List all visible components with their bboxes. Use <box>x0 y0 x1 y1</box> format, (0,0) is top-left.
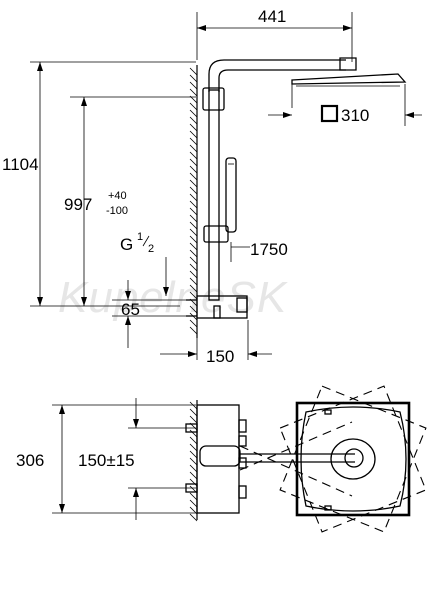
wall-hatch-line <box>189 401 198 410</box>
thread-g-label: G <box>120 235 133 254</box>
wall-hatch-line <box>189 200 198 209</box>
dim-310-label: 310 <box>341 106 369 125</box>
wall-hatch-line <box>189 436 198 445</box>
wall-hatch-line <box>189 263 198 272</box>
dim-150-15-label: 150±15 <box>78 451 135 470</box>
wall-hatch-line <box>189 478 198 487</box>
dimension-150-15: 150±15 <box>78 398 139 520</box>
wall-hatch-line <box>189 464 198 473</box>
wall-hatch-line <box>189 137 198 146</box>
dimension-306: 306 <box>16 405 65 513</box>
wall-hatch-line <box>189 221 198 230</box>
dim-306-label: 306 <box>16 451 44 470</box>
dim-441-label: 441 <box>258 7 286 26</box>
wall-hatch-line <box>189 242 198 251</box>
wall-hatch-line <box>189 74 198 83</box>
wall-hatch-line <box>189 158 198 167</box>
wall-hatch-line <box>189 207 198 216</box>
wall <box>189 65 198 338</box>
wall-hatch-line <box>189 256 198 265</box>
dim-65-label: 65 <box>121 300 140 319</box>
wall-hatch-line <box>189 277 198 286</box>
dimension-150: 150 <box>160 320 272 366</box>
wall-hatch-line <box>189 179 198 188</box>
wall-hatch-line <box>189 172 198 181</box>
wall-hatch-line <box>189 443 198 452</box>
dimension-997: 997 +40 -100 <box>64 97 128 306</box>
wall-hatch-line <box>189 319 198 328</box>
wall-hatch-line <box>189 249 198 258</box>
wall-hatch-line <box>189 193 198 202</box>
wall-hatch-line <box>189 471 198 480</box>
wall-hatch-line <box>189 457 198 466</box>
wall-hatch-line <box>189 408 198 417</box>
dim-997-tol-plus: +40 <box>108 190 127 202</box>
wall-hatch-line <box>189 67 198 76</box>
dimension-65: 65 <box>112 280 186 348</box>
wall-hatch-line <box>189 284 198 293</box>
rotation-outlines <box>239 385 427 533</box>
thread-numerator: 1 <box>137 231 143 243</box>
thread-denominator: 2 <box>148 243 154 255</box>
front-view: 441 1104 997 +40 -100 G 1 2 <box>2 7 422 366</box>
watermark: KupelneSK <box>58 273 288 322</box>
wall-hatch-line <box>189 228 198 237</box>
dim-1104-label: 1104 <box>2 155 39 174</box>
wall-hatch-line <box>189 513 198 522</box>
wall-hatch-line <box>189 492 198 501</box>
wall-hatch-line <box>189 88 198 97</box>
wall-hatch-line <box>189 109 198 118</box>
dimension-441: 441 <box>197 7 352 31</box>
wall-hatch-line <box>189 415 198 424</box>
wall-hatch-line <box>189 291 198 300</box>
wall-hatch-line <box>189 326 198 335</box>
wall-hatch-line <box>189 429 198 438</box>
shower-riser <box>202 57 407 301</box>
dim-150-label: 150 <box>206 347 234 366</box>
wall-hatch-line <box>189 450 198 459</box>
wall-hatch-line <box>189 102 198 111</box>
hand-shower: 1750 <box>225 157 288 262</box>
wall-hatch-line <box>189 499 198 508</box>
dim-997-label: 997 <box>64 195 92 214</box>
wall-hatch-line <box>189 123 198 132</box>
wall-hatch-line <box>189 270 198 279</box>
wall-hatch-line <box>189 214 198 223</box>
dimension-1104: 1104 <box>2 62 43 306</box>
wall-hatch-line <box>189 165 198 174</box>
thermostat-front <box>186 295 248 319</box>
wall-hatch-line <box>189 144 198 153</box>
dim-997-tol-minus: -100 <box>106 205 128 217</box>
shower-head-plan <box>295 401 411 517</box>
square-symbol-icon <box>320 104 339 123</box>
thermostat-plan <box>185 404 247 514</box>
wall-hatch-line <box>189 186 198 195</box>
plan-wall <box>189 400 198 522</box>
wall-hatch-line <box>189 305 198 314</box>
head-size-callout: 310 <box>268 84 422 126</box>
wall-hatch-line <box>189 235 198 244</box>
wall-hatch-line <box>189 130 198 139</box>
wall-hatch-line <box>189 116 198 125</box>
wall-hatch-line <box>189 81 198 90</box>
wall-hatch-line <box>189 151 198 160</box>
thread-callout: G 1 2 <box>120 231 169 296</box>
dim-1750-label: 1750 <box>250 240 288 259</box>
plan-view: 306 150±15 <box>16 385 427 533</box>
